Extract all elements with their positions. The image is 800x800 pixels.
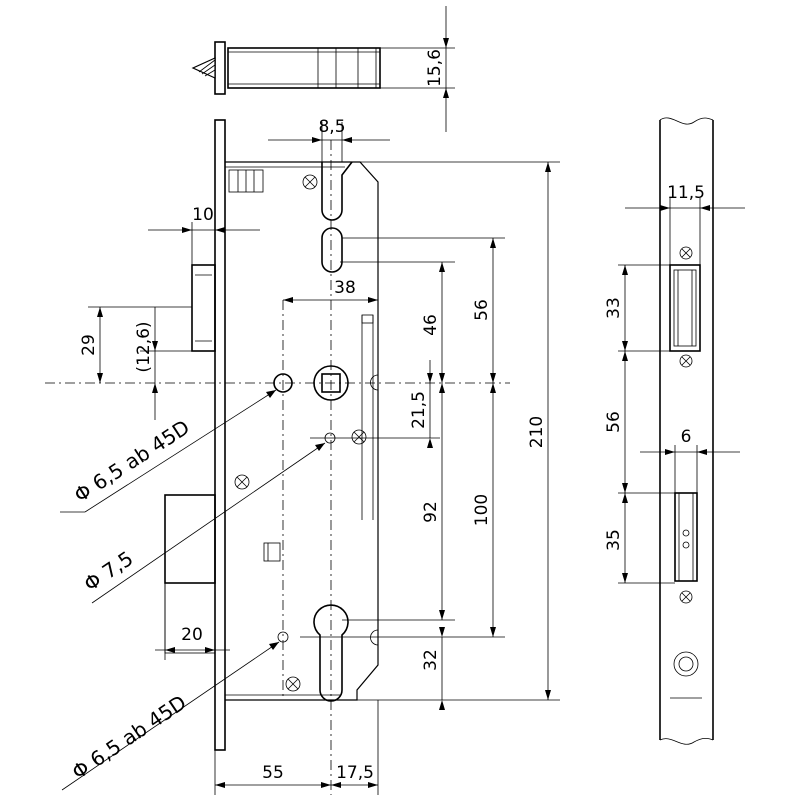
dim-follower-to-hole: 21,5 bbox=[409, 360, 433, 448]
callout-hole-bottom-label: Φ 6,5 ab 45D bbox=[67, 690, 190, 784]
dim-follower-to-hole-label: 21,5 bbox=[409, 391, 429, 429]
dim-cylinder-offset: 32 bbox=[421, 627, 445, 710]
dim-follower-to-slot-label: 56 bbox=[472, 299, 492, 321]
screw-icon bbox=[679, 246, 693, 260]
callout-hole-middle-label: Φ 7,5 bbox=[79, 546, 137, 596]
screw-icon bbox=[302, 174, 318, 190]
dim-backset: 55 17,5 bbox=[214, 700, 379, 795]
screw-icon bbox=[285, 676, 301, 692]
dim-cylinder-offset-label: 32 bbox=[421, 649, 441, 671]
dim-strike-spacing: 56 bbox=[604, 351, 675, 494]
dim-cam-width-label: 8,5 bbox=[318, 117, 345, 137]
dim-follower-to-cylinder-full-label: 100 bbox=[472, 494, 492, 526]
dim-follower-to-cylinder-full: 100 bbox=[440, 383, 505, 638]
dim-total-height-label: 210 bbox=[527, 416, 547, 448]
dim-follower-to-cam-label: 46 bbox=[421, 314, 441, 336]
dim-strike-latch-width: 11,5 bbox=[625, 183, 745, 265]
dim-strike-latch-height: 33 bbox=[604, 264, 670, 352]
screw-icon bbox=[234, 474, 250, 490]
dim-strike-latch-height-label: 33 bbox=[604, 297, 624, 319]
dim-latch-offset-label: 29 bbox=[79, 334, 99, 356]
dim-strike-bolt-width-label: 6 bbox=[681, 427, 692, 447]
latch-top-view bbox=[191, 41, 455, 95]
lock-case bbox=[164, 119, 379, 751]
center-lines bbox=[45, 140, 510, 795]
callout-hole-top-label: Φ 6,5 ab 45D bbox=[70, 415, 194, 507]
dim-bolt-depth: 20 bbox=[155, 583, 230, 660]
dim-front-offset-label: 17,5 bbox=[336, 763, 374, 783]
dim-latch-offset-alt-label: (12,6) bbox=[134, 321, 154, 372]
dim-strike-bolt-height-label: 35 bbox=[604, 529, 624, 551]
strike-plate bbox=[659, 117, 714, 745]
dim-total-height: 210 bbox=[357, 161, 560, 701]
callout-hole-bottom: Φ 6,5 ab 45D bbox=[61, 641, 280, 791]
dim-follower-to-cylinder-label: 92 bbox=[421, 501, 441, 523]
dim-latch-height: 15,6 bbox=[425, 6, 449, 132]
dim-follower-to-slot: 56 bbox=[342, 237, 505, 383]
dim-backset-cam-label: 38 bbox=[334, 278, 356, 298]
dim-backset-cam: 38 bbox=[283, 278, 379, 315]
dim-bolt-depth-label: 20 bbox=[181, 625, 203, 645]
dim-follower-to-cylinder: 92 bbox=[342, 383, 455, 621]
dim-strike-bolt-height: 35 bbox=[604, 493, 675, 584]
dim-strike-spacing-label: 56 bbox=[604, 411, 624, 433]
dim-cam-width: 8,5 bbox=[268, 117, 390, 162]
dim-strike-bolt-width: 6 bbox=[640, 427, 740, 493]
dim-latch-depth-label: 10 bbox=[192, 205, 214, 225]
dim-latch-height-label: 15,6 bbox=[425, 49, 445, 87]
callout-hole-top: Φ 6,5 ab 45D bbox=[60, 389, 277, 513]
dim-backset-label: 55 bbox=[262, 763, 284, 783]
dim-follower-to-cam: 46 bbox=[340, 261, 455, 383]
dim-latch-depth: 10 bbox=[148, 205, 260, 265]
screw-icon bbox=[351, 429, 367, 445]
screw-icon bbox=[679, 354, 693, 368]
dim-strike-latch-width-label: 11,5 bbox=[667, 183, 705, 203]
dim-latch-offset: 29 (12,6) bbox=[79, 306, 192, 420]
screw-icon bbox=[679, 590, 693, 604]
